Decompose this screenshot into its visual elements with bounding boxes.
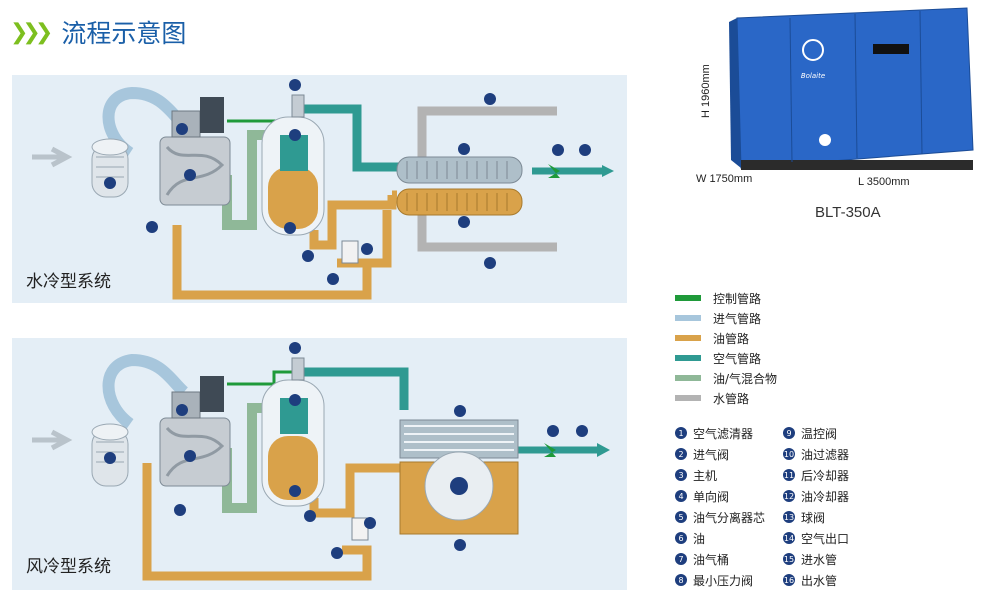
legend-item: 油管路	[675, 328, 777, 348]
width-label: W 1750mm	[696, 173, 753, 185]
legend-item: 油/气混合物	[675, 368, 777, 388]
oil-pipe-main	[309, 195, 397, 250]
page-header: ❯❯❯ 流程示意图	[10, 14, 186, 50]
oil-to-filter	[352, 210, 392, 268]
separator-tank	[261, 357, 325, 507]
model-label: BLT-350A	[815, 204, 881, 221]
compressor-product-image: Bolaite	[729, 7, 974, 170]
water-cooled-panel: 水冷型系统	[12, 75, 627, 303]
air-cooled-panel: 风冷型系统	[12, 338, 627, 590]
control-line	[227, 370, 292, 386]
length-label: L 3500mm	[858, 176, 910, 188]
oil-cooler	[399, 451, 519, 535]
oil-cooler	[396, 188, 523, 216]
oil-pipe-main	[309, 463, 400, 518]
system-label: 风冷型系统	[26, 557, 111, 577]
water-cooled-diagram	[32, 79, 614, 300]
intake-arrow-icon	[32, 429, 73, 451]
oil-return-pipe	[142, 463, 372, 581]
after-cooler	[396, 156, 523, 184]
water-outlet-pipe	[417, 215, 557, 252]
brand-logo-text: Bolaite	[801, 72, 825, 80]
mixture-pipe	[222, 403, 274, 513]
legend-item: 进气管路	[675, 308, 777, 328]
ball-valve	[544, 443, 556, 457]
height-label: H 1960mm	[700, 64, 712, 118]
water-inlet-pipe	[417, 106, 557, 163]
legend-item: 水管路	[675, 388, 777, 408]
air-out-arrow	[597, 443, 610, 457]
oil-return-pipe	[172, 225, 372, 300]
ball-valve	[548, 164, 560, 178]
air-cooled-diagram	[32, 342, 610, 581]
separator-tank	[261, 94, 325, 236]
air-out-arrow	[602, 165, 614, 177]
oil-filter	[341, 240, 359, 264]
air-pipe	[304, 104, 402, 172]
legend-item: 控制管路	[675, 288, 777, 308]
page-title: 流程示意图	[61, 19, 187, 48]
intake-duct	[102, 353, 189, 429]
oil-filter	[351, 517, 369, 541]
air-pipe	[304, 367, 409, 410]
mixture-pipe	[222, 130, 274, 230]
brand-logo-icon	[802, 39, 824, 61]
intake-arrow-icon	[32, 146, 73, 168]
system-label: 水冷型系统	[26, 272, 111, 292]
legend-item: 空气管路	[675, 348, 777, 368]
pipe-legend: 控制管路 进气管路 油管路 空气管路 油/气混合物 水管路	[675, 288, 777, 408]
compressor-block	[159, 376, 231, 487]
chevrons-icon: ❯❯❯	[10, 19, 53, 45]
